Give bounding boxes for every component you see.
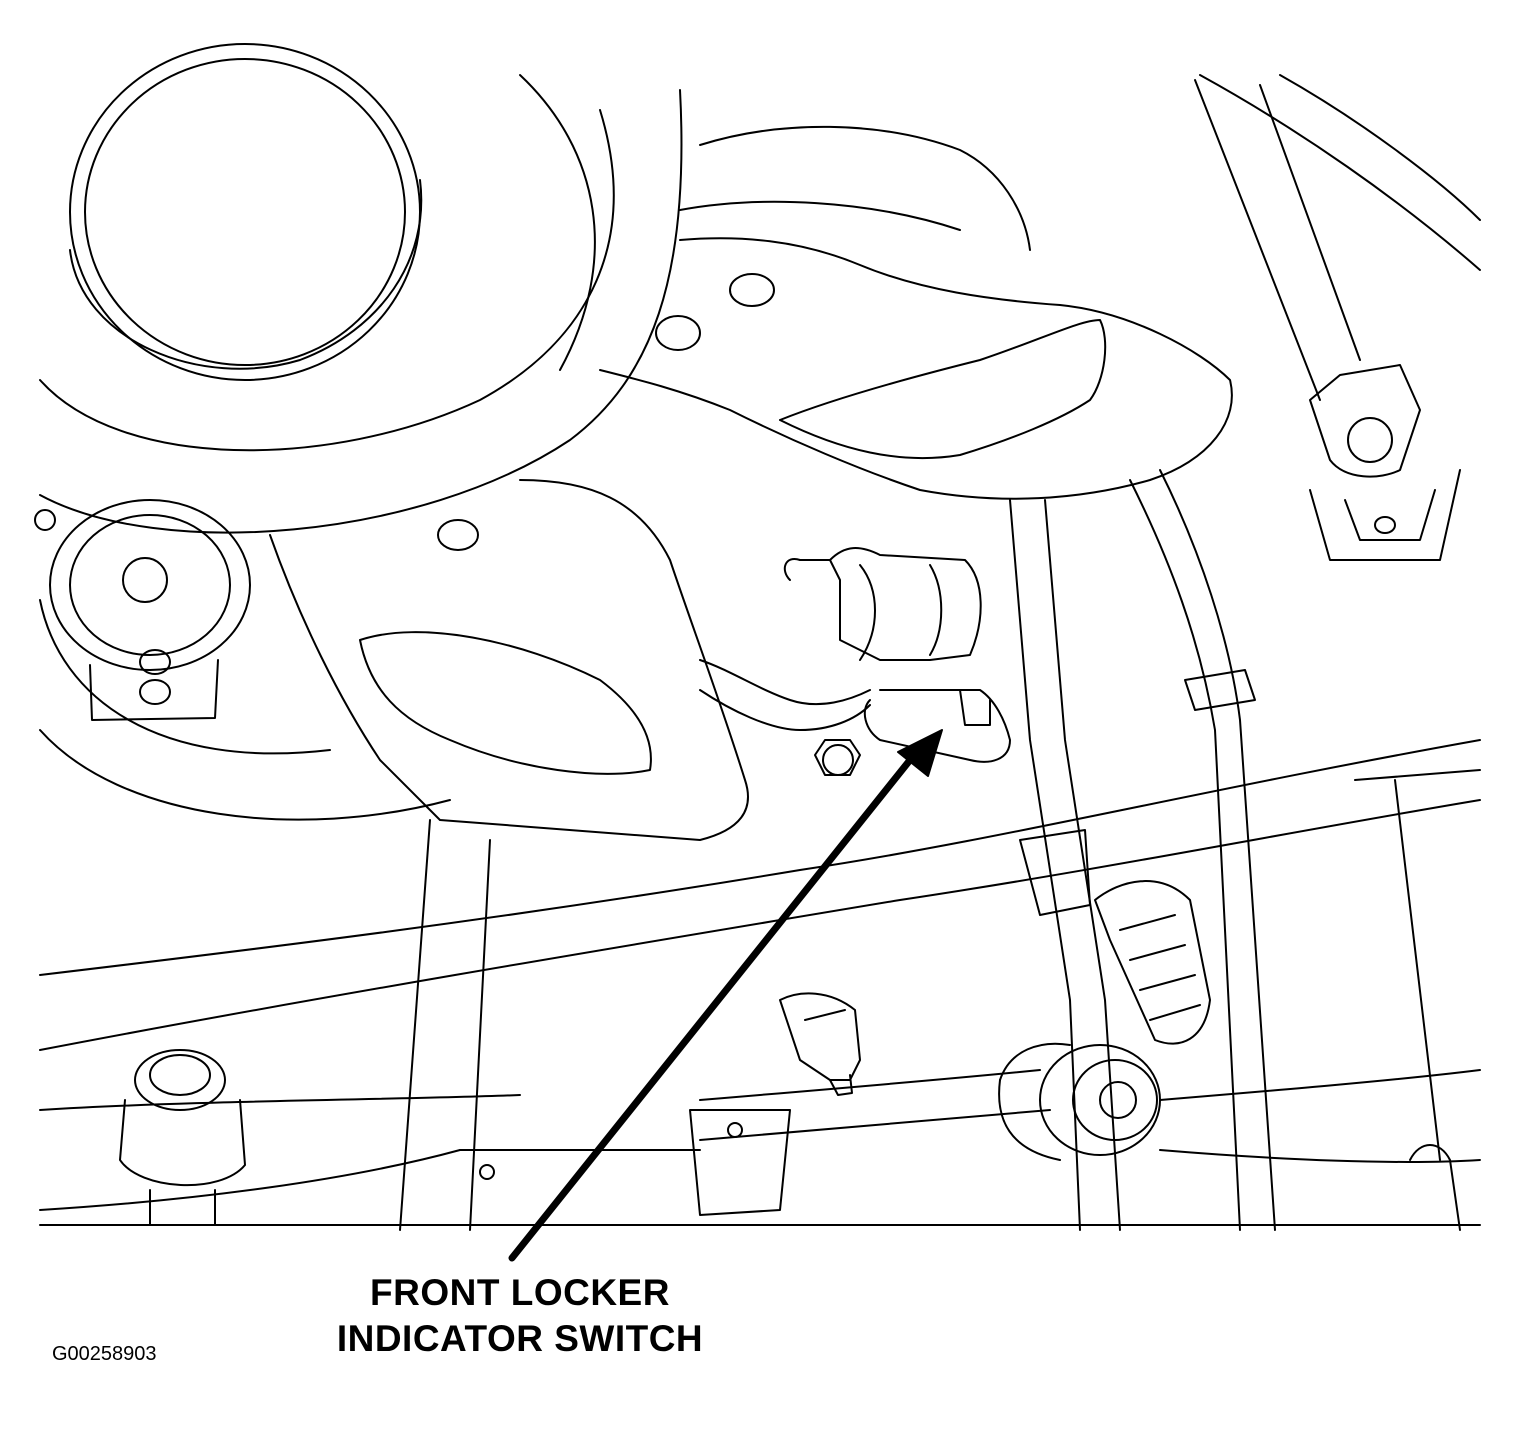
locker-switch-body	[699, 547, 1011, 776]
callout-label: FRONT LOCKER INDICATOR SWITCH	[280, 1270, 760, 1362]
control-arm	[269, 479, 749, 1231]
lower-right-bushing	[998, 1042, 1161, 1161]
brake-lines	[1009, 469, 1276, 1231]
brake-backing-plate	[34, 499, 451, 821]
callout-line-1: FRONT LOCKER	[370, 1272, 670, 1313]
callout-line-2: INDICATOR SWITCH	[336, 1318, 704, 1359]
axle-bracket	[599, 125, 1233, 500]
upper-right-bracket	[1194, 74, 1481, 1231]
wheel-hub	[39, 43, 683, 534]
figure-id: G00258903	[52, 1343, 157, 1365]
lower-clamp	[479, 992, 861, 1216]
lower-crossmember	[39, 739, 1481, 1226]
lower-left-bushing	[119, 1049, 246, 1226]
pointer-arrow	[508, 729, 943, 1262]
